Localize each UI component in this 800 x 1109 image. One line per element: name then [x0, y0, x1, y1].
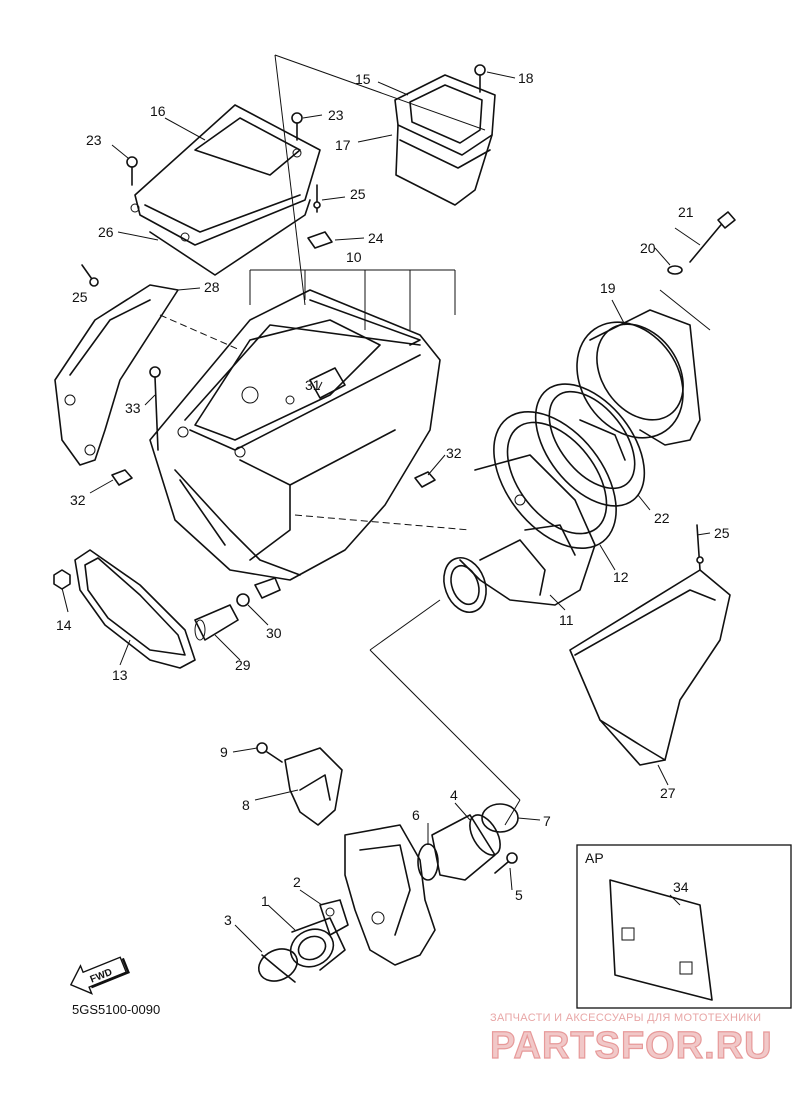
- part-2-clamp: [319, 899, 349, 936]
- part-12-plate: [493, 411, 617, 549]
- part-22-guide: [534, 383, 646, 507]
- part-10-air-box: [149, 289, 441, 581]
- part-26-seal: [149, 199, 311, 276]
- label-18: 18: [518, 70, 534, 86]
- part-9-bolt: [256, 742, 283, 763]
- label-9: 9: [220, 744, 228, 760]
- part-24-plate: [307, 231, 333, 249]
- part-5-bolt: [494, 852, 518, 874]
- label-22: 22: [654, 510, 670, 526]
- label-34: 34: [673, 879, 689, 895]
- part-25-clip-left: [81, 264, 99, 287]
- label-21: 21: [678, 204, 694, 220]
- label-1: 1: [261, 893, 269, 909]
- part-20-washer: [667, 265, 683, 275]
- label-10: 10: [346, 249, 362, 265]
- part-27-cover: [569, 569, 731, 766]
- label-25-left: 25: [72, 289, 88, 305]
- label-26: 26: [98, 224, 114, 240]
- label-14: 14: [56, 617, 72, 633]
- label-33: 33: [125, 400, 141, 416]
- label-2: 2: [293, 874, 301, 890]
- guide-lines: [159, 54, 711, 826]
- part-29-pipe: [194, 604, 239, 641]
- label-3: 3: [224, 912, 232, 928]
- label-32-right: 32: [446, 445, 462, 461]
- label-4: 4: [450, 787, 458, 803]
- label-19: 19: [600, 280, 616, 296]
- label-29: 29: [235, 657, 251, 673]
- watermark-subtitle: ЗАПЧАСТИ И АКСЕССУАРЫ ДЛЯ МОТОТЕХНИКИ: [490, 1012, 761, 1024]
- label-25-top: 25: [350, 186, 366, 202]
- part-14-nut: [53, 569, 71, 590]
- label-12: 12: [613, 569, 629, 585]
- part-25-clip-top: [313, 184, 321, 213]
- part-7-clamp: [481, 803, 519, 833]
- label-15: 15: [355, 71, 371, 87]
- part-32-nut-right: [414, 471, 436, 488]
- inset-label: AP: [585, 850, 604, 866]
- label-16: 16: [150, 103, 166, 119]
- part-11-joint: [443, 454, 596, 613]
- label-8: 8: [242, 797, 250, 813]
- part-31-element: [309, 367, 346, 399]
- part-28-side-plate: [54, 284, 179, 466]
- label-32-left: 32: [70, 492, 86, 508]
- label-23-left: 23: [86, 132, 102, 148]
- part-1-joint: [289, 917, 346, 971]
- part-13-gasket: [74, 549, 196, 669]
- label-20: 20: [640, 240, 656, 256]
- label-25-right: 25: [714, 525, 730, 541]
- part-25-clip-right: [696, 524, 704, 571]
- part-23-bolt-right: [291, 112, 303, 141]
- label-27: 27: [660, 785, 676, 801]
- part-32-nut-left: [111, 469, 133, 486]
- part-21-bolt: [689, 211, 736, 263]
- label-5: 5: [515, 887, 523, 903]
- leader-lines: [61, 71, 711, 953]
- part-16-cover: [130, 104, 321, 246]
- label-17: 17: [335, 137, 351, 153]
- part-4-joint: [431, 814, 501, 881]
- part-33-bolt: [149, 366, 161, 451]
- watermark-brand: PARTSFOR.RU: [490, 1025, 773, 1067]
- label-6: 6: [412, 807, 420, 823]
- label-31: 31: [305, 377, 321, 393]
- part-30-clamp: [236, 577, 281, 607]
- diagram-code: 5GS5100-0090: [72, 1002, 160, 1017]
- part-18-bolt: [474, 64, 486, 93]
- label-23-right: 23: [328, 107, 344, 123]
- label-28: 28: [204, 279, 220, 295]
- label-24: 24: [368, 230, 384, 246]
- label-7: 7: [543, 813, 551, 829]
- part-34-sheet: [609, 879, 713, 1001]
- label-30: 30: [266, 625, 282, 641]
- part-15-duct: [394, 74, 496, 206]
- part-23-bolt-left: [126, 156, 138, 186]
- part-19-element: [576, 309, 701, 446]
- label-11: 11: [559, 612, 574, 628]
- label-13: 13: [112, 667, 128, 683]
- part-8-bracket: [284, 747, 343, 826]
- part-labels: 16 23 23 15 17 18 25 24 26 10 25 28 31 3…: [56, 70, 730, 928]
- watermark: ЗАПЧАСТИ И АКСЕССУАРЫ ДЛЯ МОТОТЕХНИКИ PA…: [489, 1012, 773, 1068]
- inset-ap: AP 34: [576, 844, 792, 1009]
- fwd-arrow: FWD: [69, 956, 130, 995]
- carburetor: [344, 824, 436, 966]
- part-3-clamp: [257, 948, 299, 983]
